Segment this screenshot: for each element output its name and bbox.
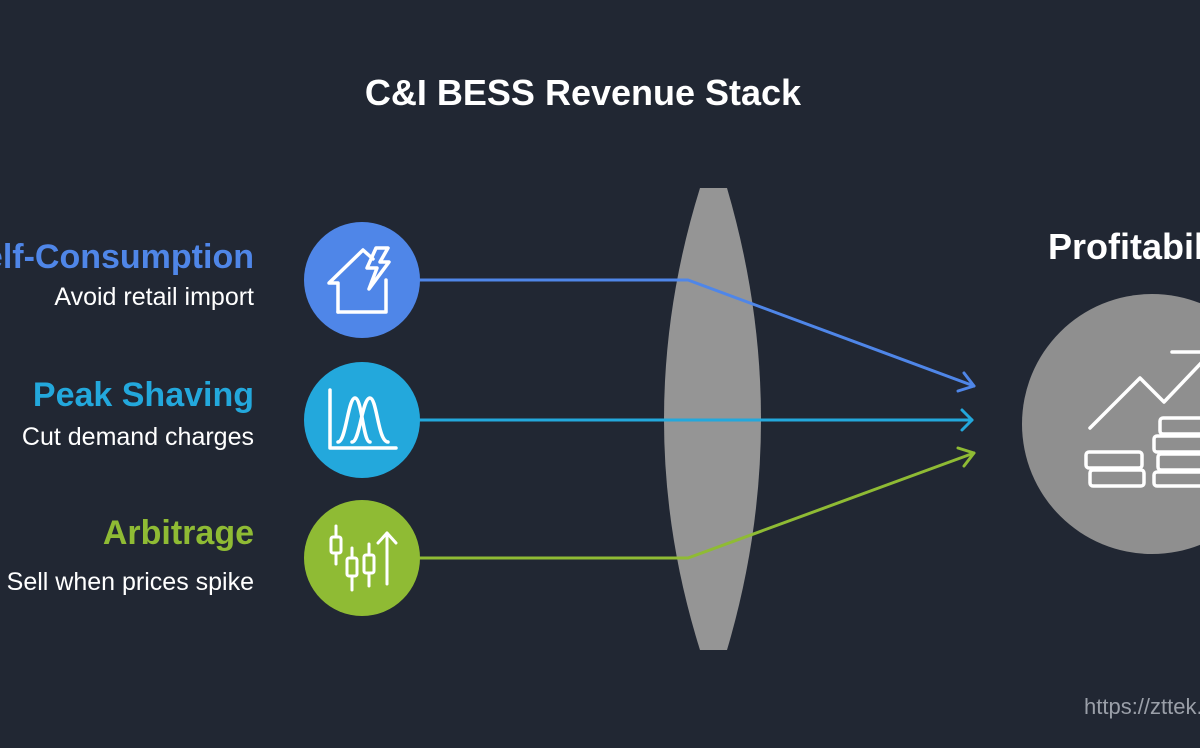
diagram-title: C&I BESS Revenue Stack [364,72,802,113]
peak-curve-chart-icon [304,362,420,478]
source-desc-self-consumption: Avoid retail import [54,283,254,311]
house-lightning-icon [304,222,420,338]
arrow-arbitrage [416,446,976,560]
candlestick-chart-icon [304,500,420,616]
arrow-self-consumption [416,278,976,393]
source-url: https://zttek.com [1084,694,1200,719]
source-title-self-consumption: Self-Consumption [0,238,254,276]
arrow-peak-shaving [416,408,974,432]
source-title-peak-shaving: Peak Shaving [32,376,254,414]
source-desc-arbitrage: Sell when prices spike [6,568,254,596]
destination-title: Profitability [1048,226,1200,267]
growth-coins-icon [1022,294,1200,554]
source-desc-peak-shaving: Cut demand charges [21,423,254,451]
source-title-arbitrage: Arbitrage [102,514,254,552]
